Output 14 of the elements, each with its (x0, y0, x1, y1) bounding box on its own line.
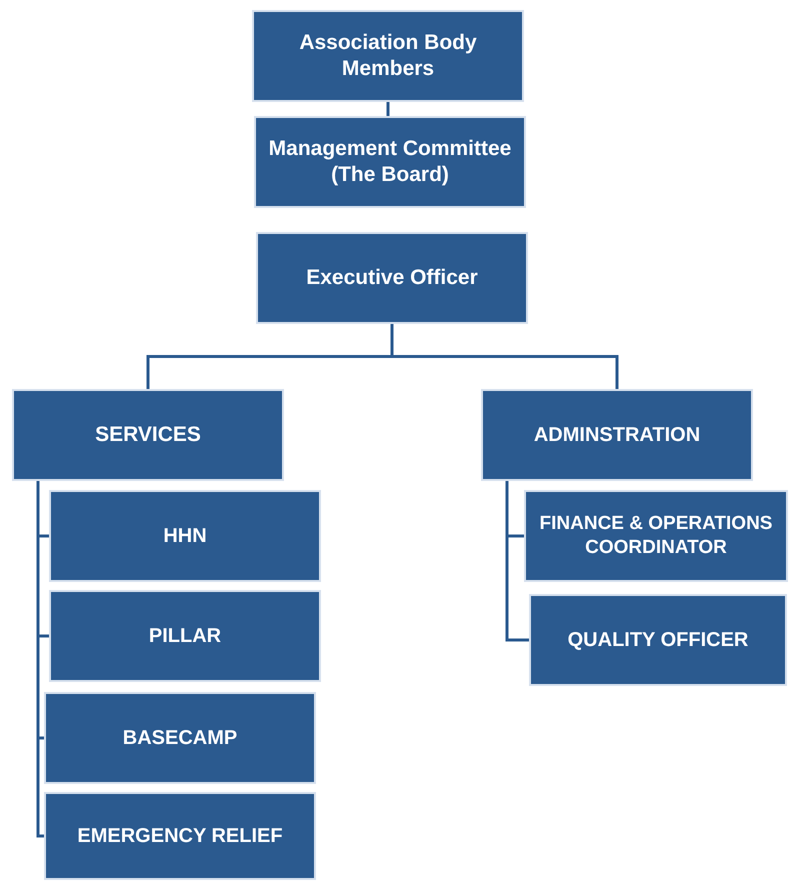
org-box: QUALITY OFFICER (529, 594, 787, 686)
org-box: PILLAR (49, 590, 321, 682)
org-box: SERVICES (12, 389, 284, 481)
org-box: Association Body Members (252, 10, 524, 102)
org-box: ADMINSTRATION (481, 389, 753, 481)
connector-line (506, 481, 529, 642)
org-box: BASECAMP (44, 692, 316, 784)
connector-line (386, 102, 390, 116)
org-box: HHN (49, 490, 321, 582)
org-box: Executive Officer (256, 232, 528, 324)
org-box: EMERGENCY RELIEF (44, 792, 316, 880)
org-box: FINANCE & OPERATIONS COORDINATOR (524, 490, 788, 582)
org-box: Management Committee (The Board) (254, 116, 526, 208)
connector-line (36, 481, 44, 838)
